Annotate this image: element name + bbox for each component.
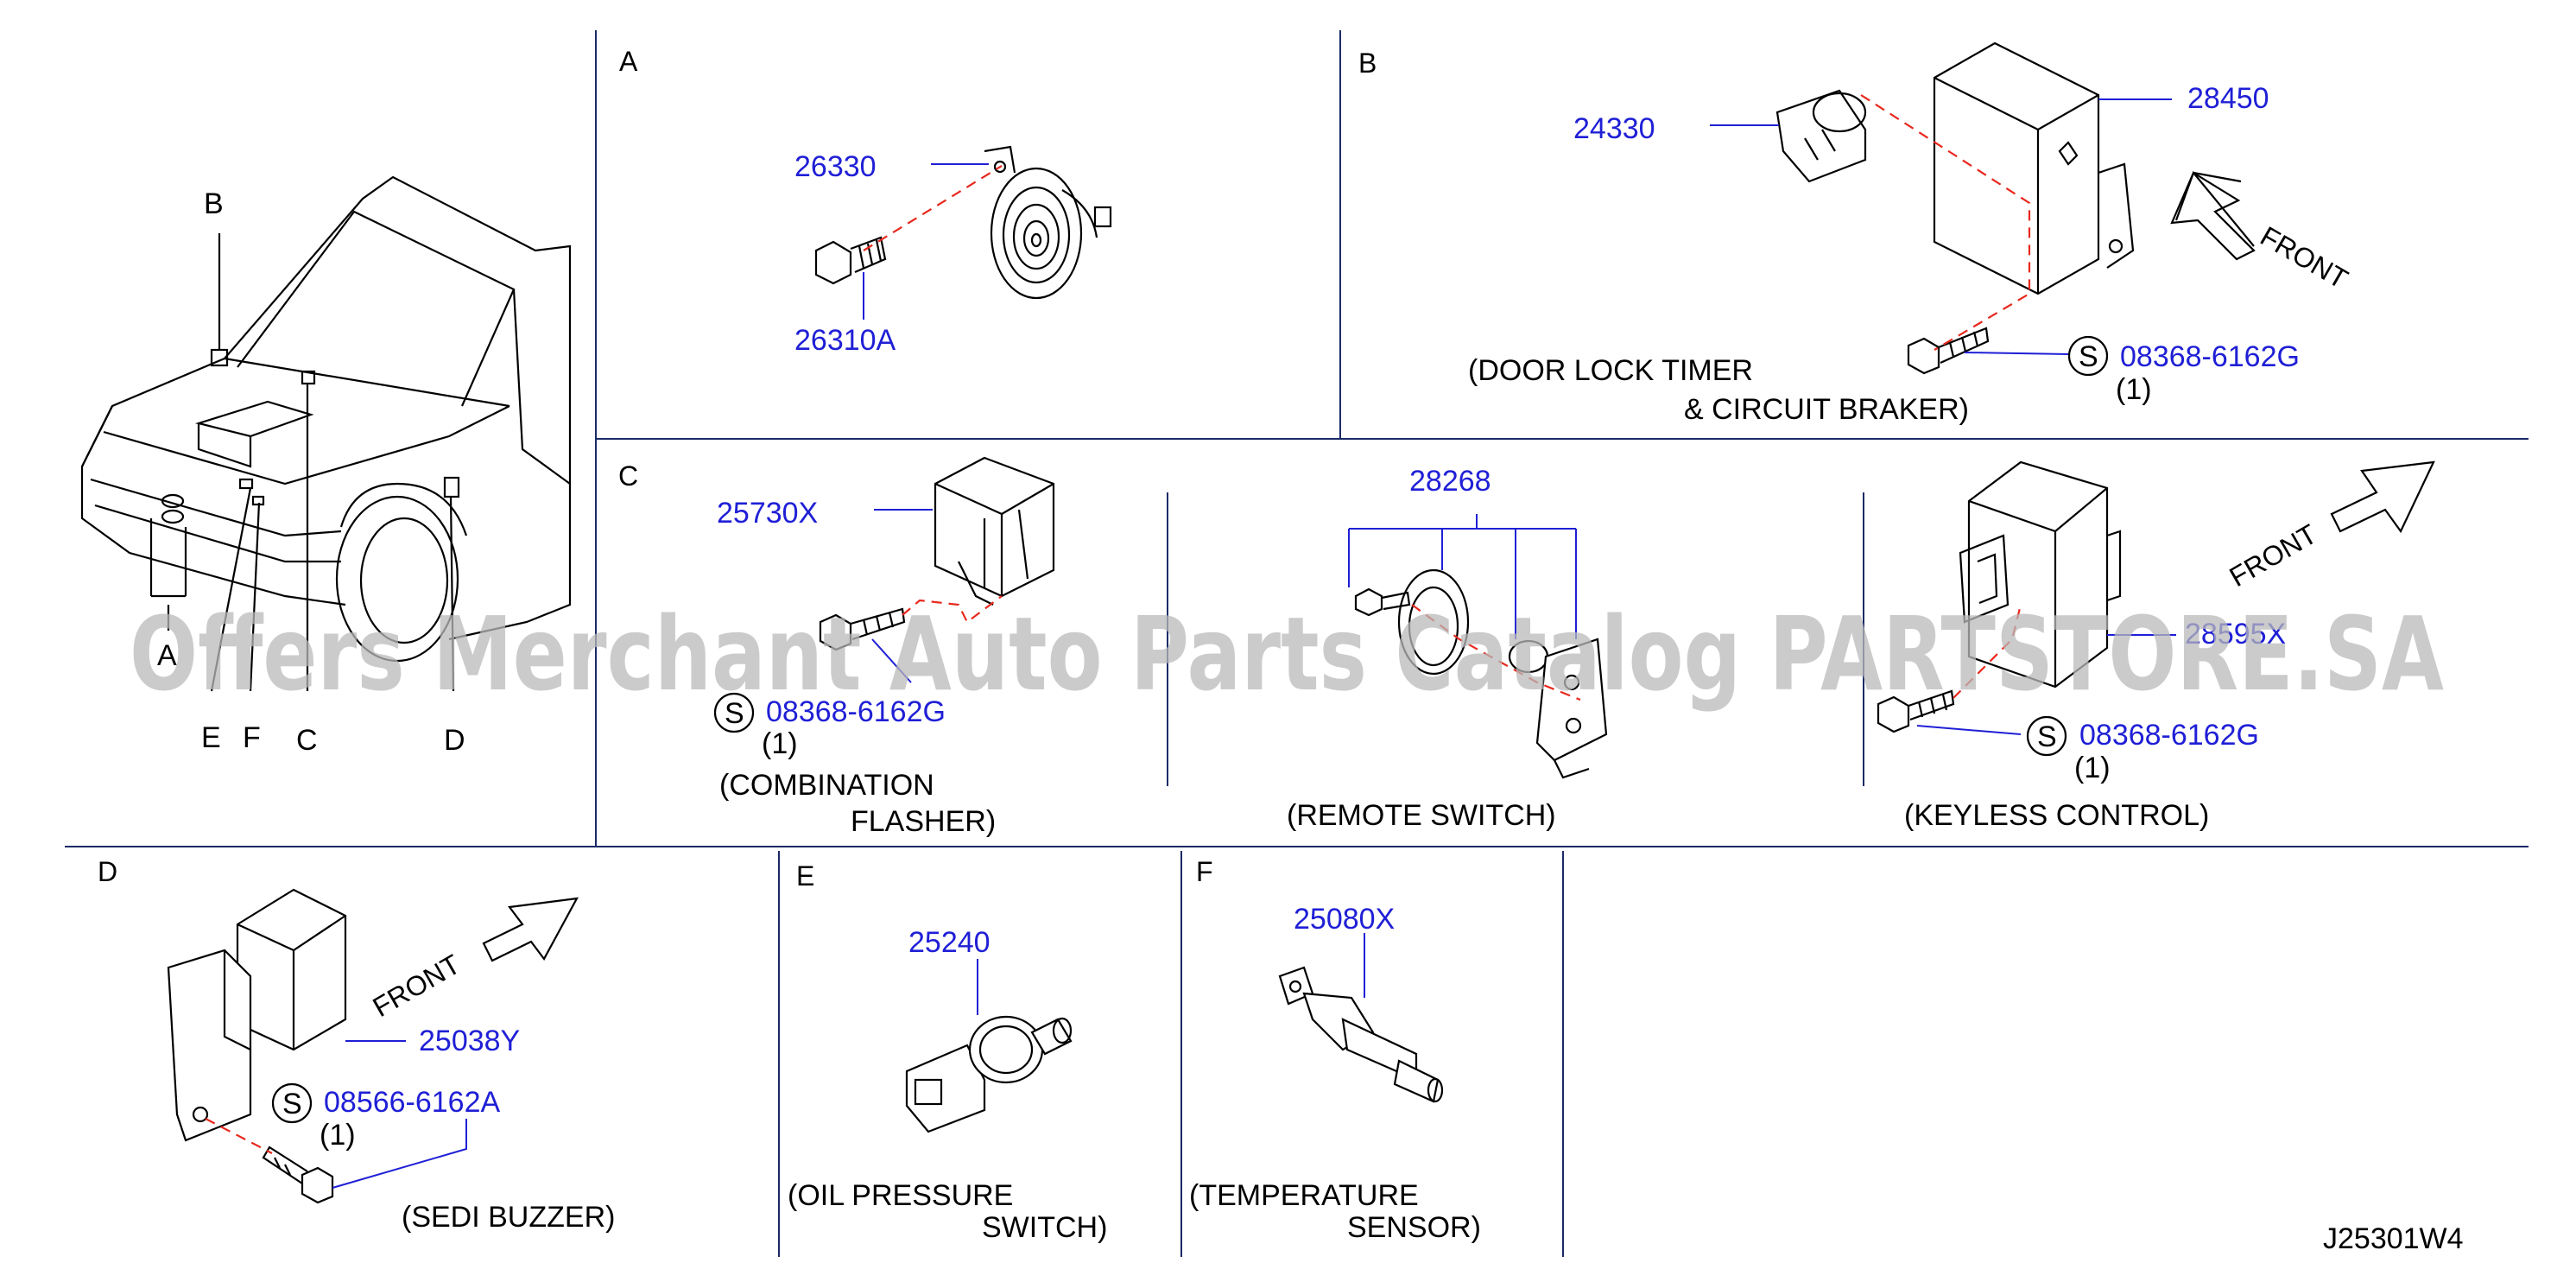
quantity-c: (1) [762, 727, 798, 760]
section-label-a: A [619, 46, 638, 77]
section-e: E 25240 (OIL PRESSURE SWITCH) [788, 860, 1107, 1244]
title-sedi-buzzer: (SEDI BUZZER) [402, 1201, 615, 1234]
part-number-26310a[interactable]: 26310A [794, 324, 896, 357]
panel-dividers [65, 30, 2529, 1257]
title-temperature-2: SENSOR) [1347, 1211, 1481, 1244]
vehicle-label-d: D [444, 724, 465, 757]
watermark-text: Offers Merchant Auto Parts Catalog PARTS… [130, 594, 2444, 714]
screw-icon-d [262, 1146, 334, 1204]
screw-icon [1907, 327, 1990, 375]
vehicle-label-a: A [157, 639, 177, 672]
part-number-08368-6162g-b[interactable]: 08368-6162G [2120, 340, 2300, 373]
symbol-s-c: S [725, 697, 744, 730]
part-number-25730x[interactable]: 25730X [717, 497, 818, 530]
title-oil-pressure-1: (OIL PRESSURE [788, 1179, 1013, 1212]
front-arrow-icon-b [2170, 170, 2256, 261]
bolt-icon [814, 236, 887, 285]
horn-icon [984, 145, 1112, 300]
symbol-s-keyless: S [2037, 720, 2057, 753]
part-number-28450[interactable]: 28450 [2187, 82, 2269, 115]
part-number-28595x[interactable]: 28595X [2185, 618, 2286, 651]
title-keyless-control: (KEYLESS CONTROL) [1904, 799, 2209, 832]
section-label-c: C [618, 460, 638, 492]
title-combination-flasher-2: FLASHER) [851, 805, 996, 838]
section-label-f: F [1196, 856, 1213, 887]
part-number-25038y[interactable]: 25038Y [419, 1025, 520, 1057]
section-label-d: D [98, 856, 117, 887]
title-door-lock-timer-1: (DOOR LOCK TIMER [1468, 354, 1753, 387]
title-remote-switch: (REMOTE SWITCH) [1287, 799, 1556, 832]
front-label-c: FRONT [2225, 518, 2322, 593]
section-label-b: B [1358, 48, 1377, 79]
front-label-d: FRONT [368, 949, 465, 1023]
part-number-25240[interactable]: 25240 [908, 926, 991, 959]
section-c: C S 25730X 08368-6162G (1) (COMBINATION … [618, 456, 2435, 838]
title-temperature-1: (TEMPERATURE [1189, 1179, 1419, 1212]
section-b: B S 24330 28450 08368-6162G (1) (DOOR [1358, 41, 2353, 426]
vehicle-label-c: C [296, 724, 318, 757]
quantity-keyless: (1) [2074, 752, 2111, 784]
front-label-b: FRONT [2256, 220, 2353, 295]
title-door-lock-timer-2: & CIRCUIT BRAKER) [1684, 393, 1969, 426]
diagram-code: J25301W4 [2323, 1222, 2464, 1255]
vehicle-label-b: B [204, 187, 224, 220]
temperature-sensor-icon [1278, 966, 1444, 1103]
part-number-08566-6162a[interactable]: 08566-6162A [324, 1086, 501, 1119]
part-number-24330[interactable]: 24330 [1573, 112, 1655, 145]
flasher-icon [934, 456, 1055, 606]
vehicle-label-f: F [243, 721, 261, 754]
oil-pressure-switch-icon [905, 1015, 1073, 1133]
section-label-e: E [796, 860, 814, 892]
front-arrow-icon-d [482, 897, 579, 962]
remote-switch-icon [1354, 568, 1608, 779]
part-number-08368-6162g-keyless[interactable]: 08368-6162G [2079, 719, 2259, 752]
title-oil-pressure-2: SWITCH) [982, 1211, 1107, 1244]
part-number-25080x[interactable]: 25080X [1294, 903, 1395, 936]
quantity-d: (1) [320, 1119, 356, 1152]
relay-icon [1775, 89, 1867, 183]
part-number-08368-6162g-c[interactable]: 08368-6162G [766, 695, 946, 728]
control-unit-icon [1933, 41, 2135, 295]
section-f: F 25080X (TEMPERATURE SENSOR) [1189, 856, 1481, 1244]
screw-icon-keyless [1877, 689, 1955, 733]
vehicle-icon [80, 175, 572, 692]
section-a: A 26330 26310A [619, 46, 1112, 357]
symbol-s-b: S [2079, 340, 2098, 373]
buzzer-icon [167, 888, 347, 1142]
vehicle-label-e: E [201, 721, 221, 754]
section-d: D S 25038Y 08566-6162A (1) (SEDI BUZZER)… [98, 856, 615, 1234]
title-combination-flasher-1: (COMBINATION [719, 769, 934, 802]
keyless-control-icon [1959, 460, 2122, 689]
symbol-s-d: S [282, 1088, 302, 1120]
part-number-28268[interactable]: 28268 [1409, 465, 1491, 498]
vehicle-overview: B A E F C D [80, 175, 572, 757]
quantity-b: (1) [2116, 373, 2152, 406]
front-arrow-icon-c [2330, 460, 2435, 534]
part-number-26330[interactable]: 26330 [794, 150, 877, 183]
